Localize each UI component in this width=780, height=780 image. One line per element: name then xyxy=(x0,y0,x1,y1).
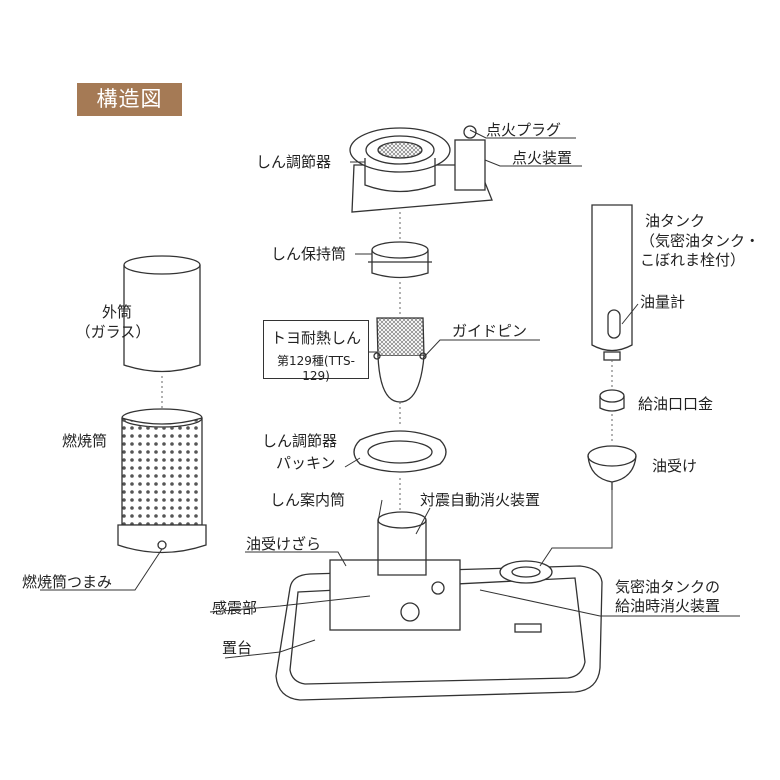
label-refuel-extinguisher-2: 給油時消火装置 xyxy=(615,597,721,615)
label-ignition-plug: 点火プラグ xyxy=(486,121,562,139)
oil-receiver-drawing xyxy=(587,445,637,490)
assembly-guides xyxy=(161,212,613,512)
leader-lines xyxy=(40,129,740,659)
label-oil-tray: 油受けざら xyxy=(246,535,322,553)
label-tank-note-2: こぼれま栓付） xyxy=(640,251,746,269)
label-wick-name: トヨ耐熱しん xyxy=(270,329,361,347)
label-wick-model: 第129種(TTS-129) xyxy=(277,354,355,383)
diagram-title: 構造図 xyxy=(77,83,182,116)
label-oil-receiver: 油受け xyxy=(652,457,698,475)
label-cylinder-knob: 燃焼筒つまみ xyxy=(22,573,113,591)
label-outer-cylinder: 外筒 xyxy=(101,303,132,321)
wick-name-box: トヨ耐熱しん 第129種(TTS-129) xyxy=(263,320,369,383)
filler-cap-drawing xyxy=(599,389,625,412)
label-combustion-cylinder: 燃焼筒 xyxy=(62,432,108,450)
label-wick-packing-2: パッキン xyxy=(276,454,336,472)
label-quake-extinguisher: 対震自動消火装置 xyxy=(420,491,541,509)
label-refuel-extinguisher: 気密油タンクの xyxy=(615,578,721,596)
label-base: 置台 xyxy=(222,639,253,657)
label-tank-note-1: （気密油タンク・ xyxy=(640,232,760,250)
oil-tank-drawing xyxy=(591,204,633,361)
wick-adjuster-drawing xyxy=(349,125,493,213)
label-wick-guide: しん案内筒 xyxy=(270,491,346,509)
wick-drawing xyxy=(373,317,427,403)
label-quake-sensor: 感震部 xyxy=(212,599,258,617)
label-oil-tank: 油タンク xyxy=(645,212,706,230)
base-drawing xyxy=(275,511,603,701)
label-wick-adjuster: しん調節器 xyxy=(256,153,332,171)
label-filler-cap: 給油口口金 xyxy=(638,395,714,413)
label-guide-pin: ガイドピン xyxy=(452,322,528,340)
label-wick-holder: しん保持筒 xyxy=(271,245,347,263)
outer-glass-drawing xyxy=(123,255,201,373)
label-outer-cylinder-note: （ガラス） xyxy=(75,323,151,341)
wick-holder-drawing xyxy=(368,241,432,279)
combustion-cylinder-drawing xyxy=(117,408,207,554)
label-igniter: 点火装置 xyxy=(512,149,573,167)
packing-drawing xyxy=(353,430,447,473)
label-wick-packing: しん調節器 xyxy=(262,432,338,450)
label-oil-gauge: 油量計 xyxy=(640,293,686,311)
